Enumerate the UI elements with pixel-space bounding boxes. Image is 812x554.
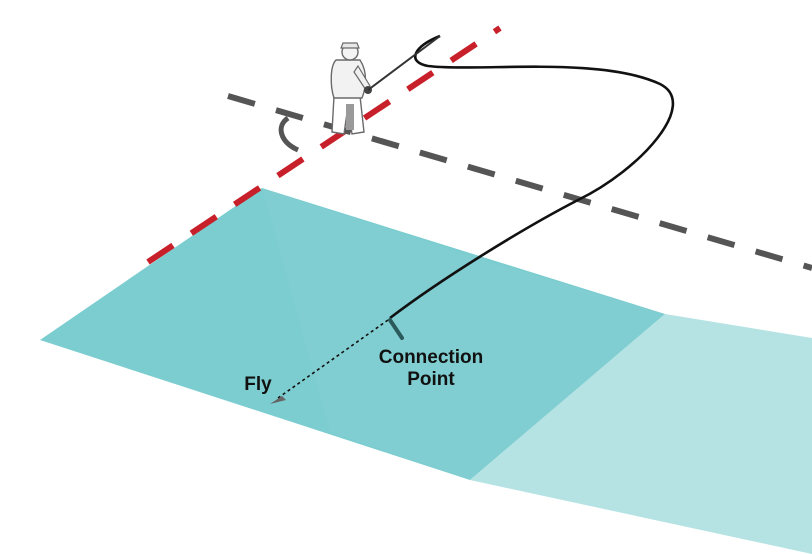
mid-water-zone: [262, 188, 665, 480]
fly-label: Fly: [244, 374, 272, 395]
shallow-water-zone: [470, 314, 812, 554]
red-dashed-line: [146, 25, 502, 265]
connection-point-marker: [388, 318, 404, 340]
angler-arc: [278, 115, 300, 153]
connection-point-label-line2: Point: [407, 369, 455, 390]
gray-dashed-line: [227, 93, 812, 271]
fly-line: [389, 34, 675, 320]
angler-icon: [330, 35, 441, 135]
leader-dotted-line: [277, 319, 389, 399]
fly-icon: [270, 396, 286, 404]
connection-point-label-line1: Connection: [379, 347, 484, 368]
